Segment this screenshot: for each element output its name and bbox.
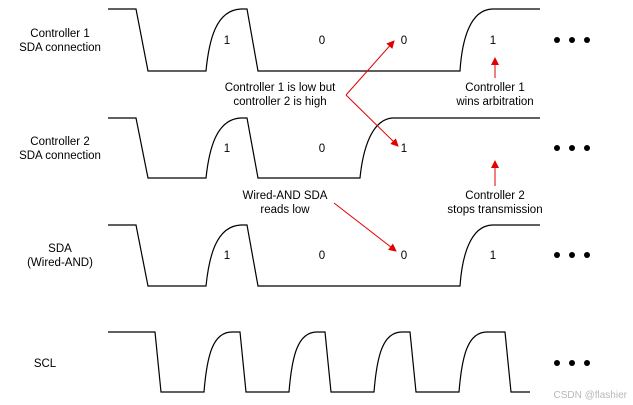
ctrl1-bit-2: 0	[319, 35, 325, 47]
arrow-to-ctrl1-bit-3	[345, 40, 395, 96]
note-low-but-high-line2: controller 2 is high	[233, 96, 326, 108]
note-wired-and-line1: Wired-AND SDA	[243, 190, 328, 202]
ctrl2-bit-1: 1	[224, 143, 230, 155]
sda-label-line1: SDA	[48, 243, 72, 255]
ctrl2-label-line1: Controller 2	[30, 136, 89, 148]
ctrl1-waveform	[108, 8, 540, 72]
arrow-to-ctrl2-bit-3	[345, 94, 399, 147]
ctrl1-label-line1: Controller 1	[30, 28, 89, 40]
ctrl2-waveform	[108, 117, 540, 179]
sda-bit-2: 0	[319, 250, 325, 262]
arrow-to-sda-bit-3	[333, 202, 397, 252]
ctrl1-bit-4: 1	[490, 35, 496, 47]
note-low-but-high-line1: Controller 1 is low but	[225, 82, 336, 94]
ctrl2-continuation-dots	[554, 145, 590, 151]
ctrl2-label-line2: SDA connection	[19, 150, 101, 162]
ctrl2-bit-3: 1	[401, 143, 407, 155]
note-stops-line1: Controller 2	[465, 190, 524, 202]
ctrl1-bit-3: 0	[401, 35, 407, 47]
note-stops-line2: stops transmission	[447, 204, 542, 216]
sda-continuation-dots	[554, 252, 590, 258]
note-wired-and-line2: reads low	[260, 204, 310, 216]
scl-waveform	[108, 331, 530, 393]
note-wins-line2: wins arbitration	[455, 96, 533, 108]
sda-waveform	[108, 224, 540, 287]
sda-bit-4: 1	[490, 250, 496, 262]
note-wins-line1: Controller 1	[465, 82, 524, 94]
scl-continuation-dots	[554, 360, 590, 366]
ctrl2-bit-2: 0	[319, 143, 325, 155]
sda-bit-3: 0	[401, 250, 407, 262]
watermark: CSDN @flashier	[553, 390, 627, 401]
scl-label: SCL	[34, 358, 57, 370]
sda-bit-1: 1	[224, 250, 230, 262]
ctrl1-continuation-dots	[554, 37, 590, 43]
sda-label-line2: (Wired-AND)	[27, 257, 93, 269]
ctrl1-label-line2: SDA connection	[19, 42, 101, 54]
ctrl1-bit-1: 1	[224, 35, 230, 47]
